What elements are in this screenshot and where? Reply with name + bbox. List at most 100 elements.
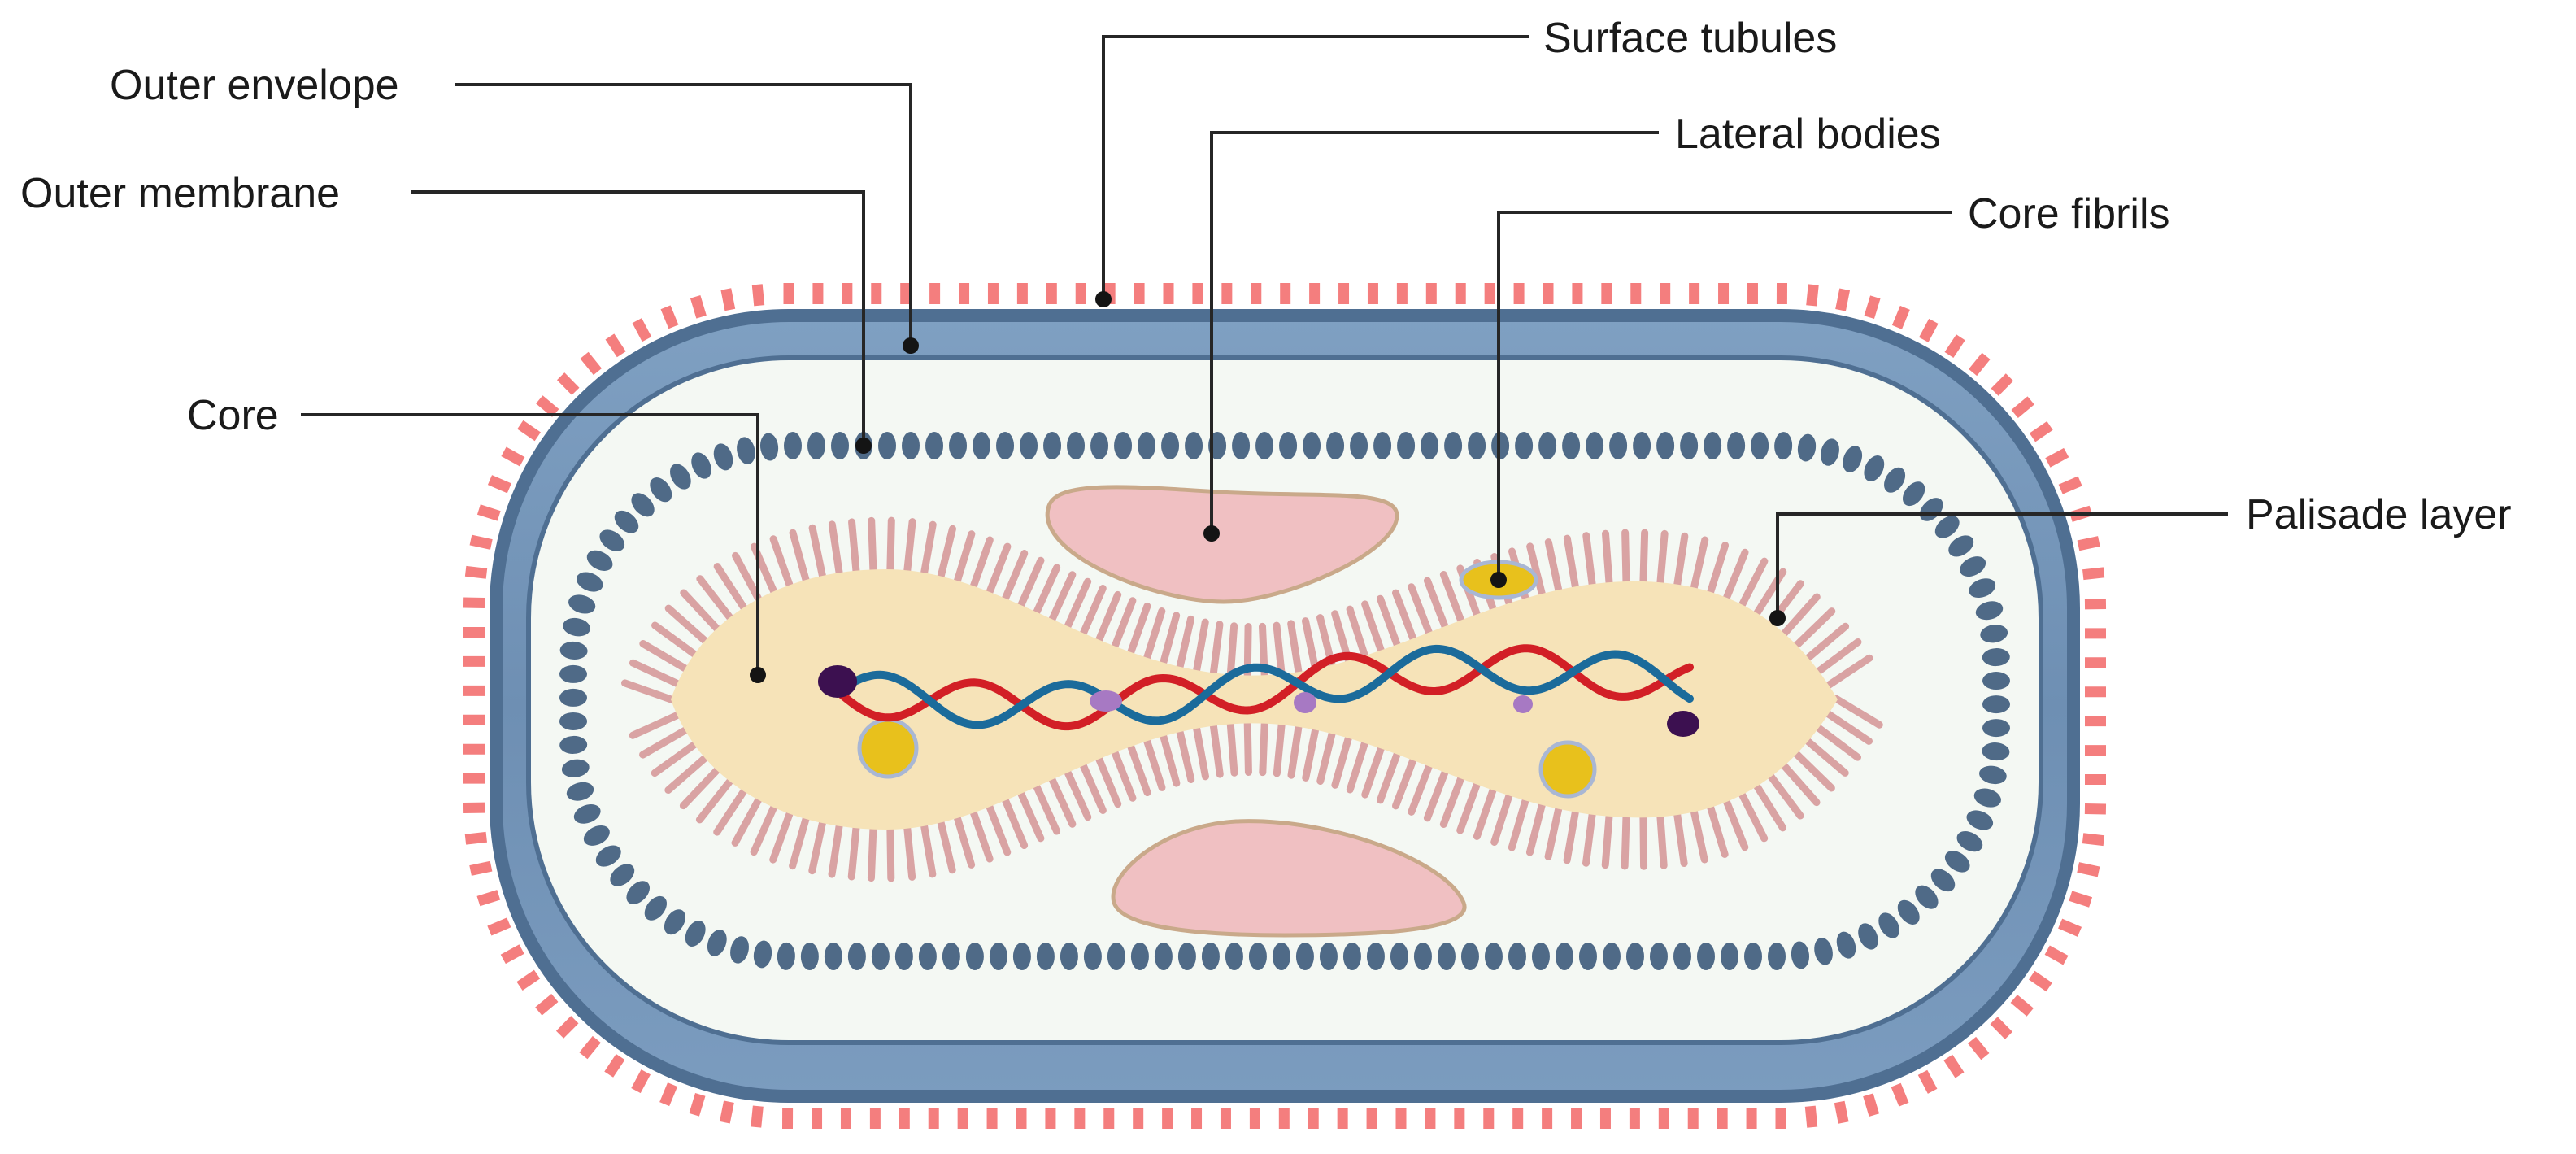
membrane-bead bbox=[1979, 765, 2007, 785]
membrane-bead bbox=[1982, 695, 2010, 714]
membrane-bead bbox=[1975, 601, 2004, 621]
palisade-spike bbox=[1791, 607, 1836, 651]
membrane-bead bbox=[1727, 432, 1746, 459]
surface-tubule bbox=[1806, 284, 1819, 307]
membrane-bead bbox=[1232, 432, 1251, 459]
surface-tubule bbox=[1919, 318, 1939, 342]
surface-tubule bbox=[659, 1082, 678, 1107]
membrane-bead bbox=[759, 433, 779, 461]
palisade-spike bbox=[1582, 809, 1596, 867]
membrane-bead bbox=[1444, 432, 1463, 459]
dna-strand-blue bbox=[833, 644, 1694, 729]
membrane-bead bbox=[1303, 432, 1321, 459]
palisade-spike bbox=[1079, 585, 1107, 638]
palisade-spike bbox=[1094, 753, 1122, 808]
pointer-dot bbox=[1203, 525, 1220, 542]
membrane-bead bbox=[1043, 432, 1062, 459]
membrane-bead bbox=[559, 641, 588, 660]
palisade-spike bbox=[731, 795, 764, 847]
palisade-spike bbox=[1813, 638, 1862, 677]
membrane-bead bbox=[1982, 719, 2010, 738]
palisade-spike bbox=[769, 535, 794, 590]
palisade-spike bbox=[1779, 593, 1821, 638]
membrane-bead bbox=[1154, 943, 1173, 970]
palisade-spike bbox=[1738, 789, 1769, 843]
membrane-bead bbox=[1966, 810, 1994, 830]
membrane-bead bbox=[1774, 432, 1793, 460]
palisade-spike bbox=[1302, 725, 1320, 782]
membrane-bead bbox=[1319, 943, 1338, 970]
membrane-bead bbox=[949, 432, 968, 459]
palisade-spike bbox=[1656, 529, 1669, 588]
membrane-bead bbox=[1138, 432, 1156, 459]
surface-tubule bbox=[469, 534, 493, 550]
leader-outer-membrane bbox=[411, 190, 865, 446]
surface-tubule bbox=[1968, 1036, 1990, 1060]
palisade-spike bbox=[1063, 577, 1092, 632]
palisade-spike bbox=[1722, 796, 1749, 851]
core-fibril bbox=[1538, 740, 1597, 799]
surface-tubule bbox=[501, 446, 525, 467]
surface-tubule bbox=[487, 917, 511, 936]
membrane-bead bbox=[1020, 432, 1038, 459]
pointer-dot bbox=[1769, 610, 1786, 626]
protein-dark bbox=[818, 665, 857, 698]
membrane-bead bbox=[573, 803, 601, 824]
palisade-spike bbox=[1273, 621, 1286, 680]
leader-outer-envelope bbox=[455, 83, 912, 346]
palisade-spike bbox=[1621, 812, 1630, 870]
membrane-bead bbox=[610, 864, 635, 886]
palisade-spike bbox=[808, 817, 827, 875]
membrane-bead bbox=[568, 594, 596, 614]
palisade-spike bbox=[920, 520, 937, 578]
membrane-bead bbox=[1531, 943, 1550, 970]
palisade-spike bbox=[1047, 774, 1077, 828]
surface-tubule bbox=[751, 1105, 764, 1128]
palisade-spike bbox=[1016, 788, 1045, 843]
lateral-body-bottom bbox=[1111, 819, 1467, 938]
membrane-bead bbox=[1982, 742, 2010, 761]
palisade-spike bbox=[664, 753, 711, 795]
membrane-bead bbox=[1484, 943, 1503, 970]
membrane-bead bbox=[1279, 432, 1298, 459]
surface-tubule bbox=[720, 288, 736, 311]
palisade-spike bbox=[1544, 538, 1563, 595]
surface-tubule bbox=[2077, 862, 2100, 877]
membrane-bead bbox=[583, 825, 610, 846]
palisade-spike bbox=[969, 807, 994, 863]
leader-lines bbox=[301, 35, 2228, 675]
palisade-spike bbox=[1110, 747, 1137, 802]
membrane-bead bbox=[1625, 943, 1644, 970]
membrane-bead bbox=[664, 909, 685, 935]
palisade-spike bbox=[1331, 733, 1353, 789]
palisade-spike bbox=[1439, 571, 1465, 626]
pointer-dot bbox=[903, 337, 919, 354]
surface-tubule bbox=[2058, 918, 2082, 937]
membrane-bead bbox=[670, 464, 691, 490]
palisade-spike bbox=[713, 563, 749, 613]
palisade-spike bbox=[1192, 723, 1210, 781]
palisade-spike bbox=[867, 824, 877, 882]
palisade-spike bbox=[1016, 556, 1045, 611]
palisade-spike bbox=[664, 604, 711, 646]
membrane-bead bbox=[1413, 943, 1432, 970]
membrane-bead bbox=[559, 735, 588, 754]
membrane-bead bbox=[784, 432, 802, 459]
palisade-spike bbox=[1032, 564, 1061, 618]
palisade-spike bbox=[828, 520, 843, 578]
leader-palisade-layer bbox=[1776, 512, 2228, 618]
surface-tubule bbox=[469, 860, 493, 876]
dna-strand-red bbox=[833, 644, 1694, 731]
palisade-spike bbox=[1142, 735, 1166, 791]
palisade-spike bbox=[1706, 802, 1729, 858]
surface-tubule bbox=[580, 351, 602, 376]
membrane-bead bbox=[1843, 446, 1863, 472]
membrane-bead bbox=[1491, 432, 1510, 459]
palisade-spike bbox=[1544, 803, 1563, 860]
palisade-spike bbox=[1601, 811, 1613, 869]
membrane-bead bbox=[1421, 432, 1439, 459]
surface-tubule bbox=[751, 284, 765, 307]
surface-tubule bbox=[1891, 305, 1910, 329]
membrane-bead bbox=[1397, 432, 1416, 459]
